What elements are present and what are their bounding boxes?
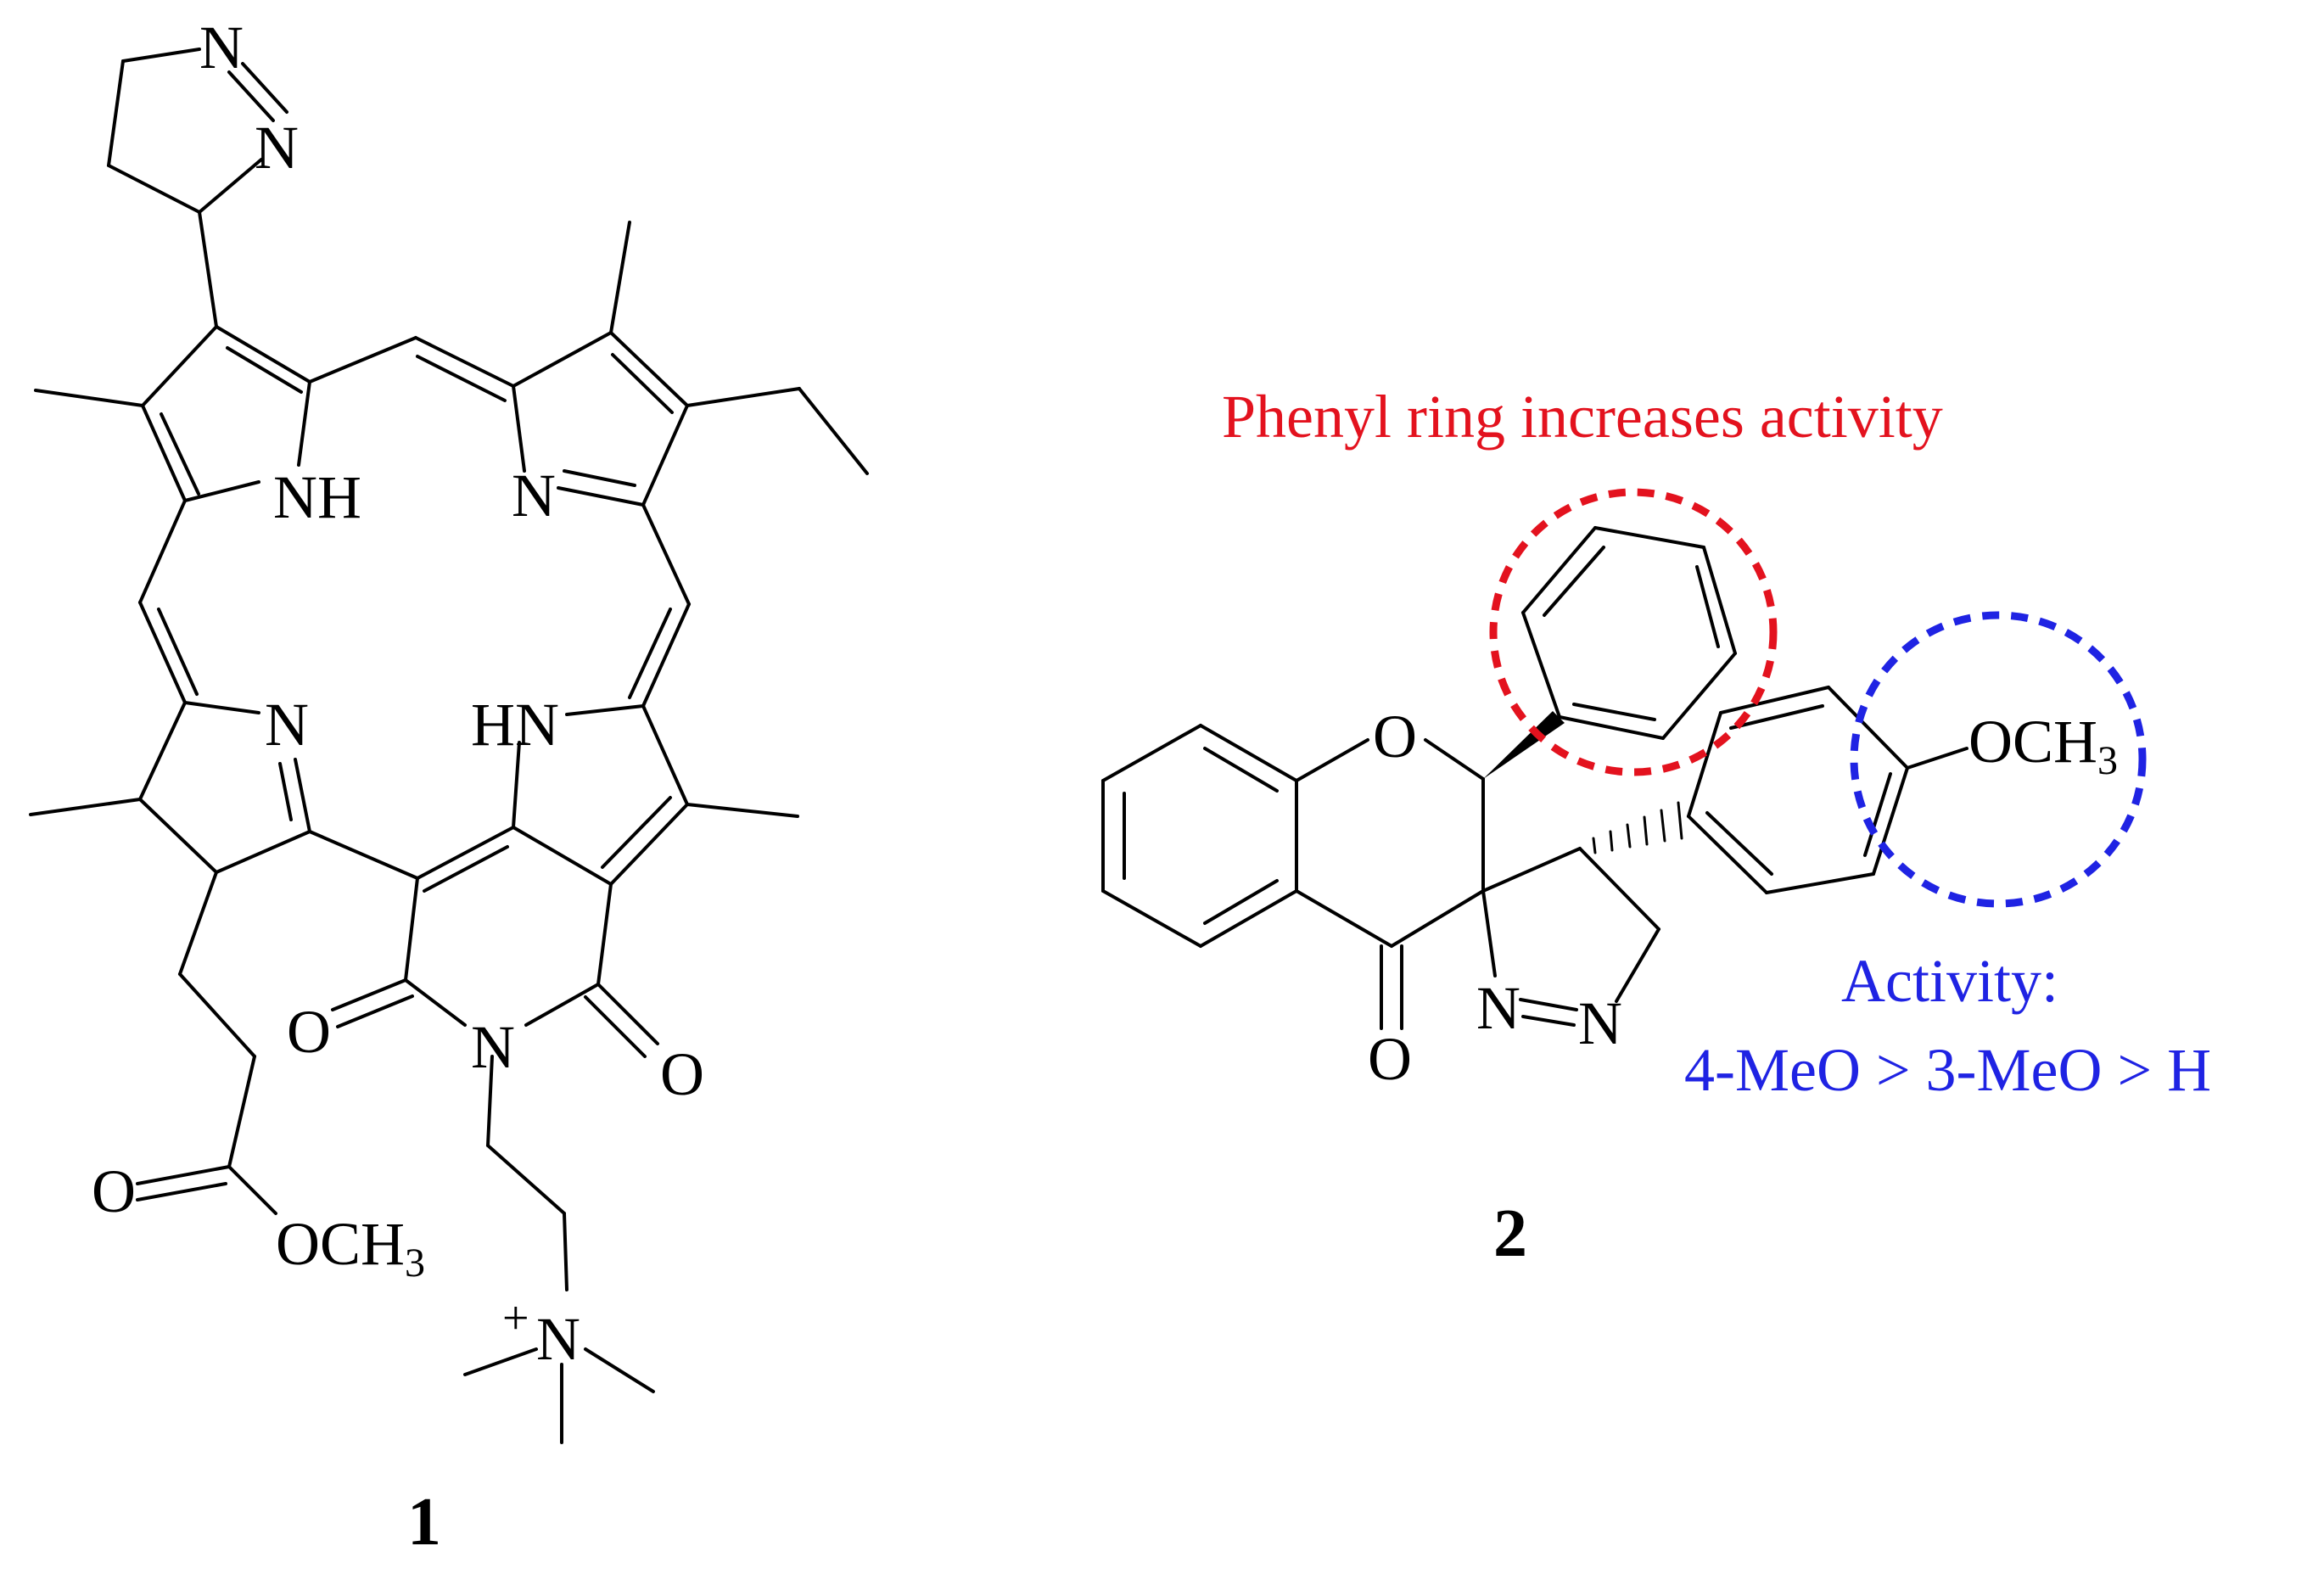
compound-1-methyl-ring-a xyxy=(34,389,144,407)
compound-1-ring-d xyxy=(512,704,689,886)
compound-1-atom-n1: N xyxy=(199,14,244,81)
compound-1-atom-n-top: N xyxy=(512,462,556,529)
compound-1-methyl-ring-d xyxy=(686,803,799,818)
compound-1-atom-n-left: N xyxy=(265,691,309,759)
compound-2-atom-labels: O O N N OCH3 xyxy=(1368,703,2118,1093)
compound-1-ring-b xyxy=(512,331,689,507)
compound-1-ammonium-chain xyxy=(463,1055,655,1444)
compound-2-methoxy-bond xyxy=(1906,747,1968,770)
compound-1-charge-plus: + xyxy=(502,1292,529,1345)
compound-1-methyl-ring-b xyxy=(609,221,631,334)
compound-1-bridge-left xyxy=(138,499,187,604)
compound-1-atom-nh: NH xyxy=(273,463,361,531)
compound-2-atom-n2: N xyxy=(1578,989,1622,1057)
compound-1-atom-n-ammonium: N xyxy=(536,1305,580,1373)
activity-title: Activity: xyxy=(1841,947,2058,1015)
compound-1-atom-o-right: O xyxy=(660,1040,704,1108)
compound-1-ethyl-1 xyxy=(686,387,801,407)
compound-1-ethyl-2 xyxy=(798,387,869,475)
compound-2-hashed-bond xyxy=(1592,801,1683,854)
compound-1-atom-hn: HN xyxy=(471,691,559,759)
activity-order: 4-MeO > 3-MeO > H xyxy=(1684,1036,2211,1104)
compound-1-ring-c xyxy=(138,701,311,874)
compound-1-atom-o-left: O xyxy=(287,998,331,1066)
compound-2-atom-o-ring: O xyxy=(1373,703,1417,770)
phenyl-highlight-circle xyxy=(1489,488,1778,776)
compound-1-atom-n2: N xyxy=(255,114,299,182)
compound-1-label: 1 xyxy=(407,1485,441,1560)
compound-2-benzo-ring xyxy=(1101,724,1298,948)
compound-1-ester-och3: OCH3 xyxy=(276,1210,425,1286)
compound-1-methyl-ring-c xyxy=(29,798,142,816)
methoxy-highlight-circle xyxy=(1850,611,2147,908)
compound-1-atom-o-ester: O xyxy=(92,1157,136,1225)
phenyl-annotation: Phenyl ring increases activity xyxy=(1222,383,1943,451)
compound-1-bridge-bottom xyxy=(308,830,419,880)
compound-1-ester-chain xyxy=(136,871,277,1215)
compound-2-methoxyphenyl-ring xyxy=(1687,686,1909,894)
compound-1-atom-labels: N N NH N N HN O N O O OCH3 + N xyxy=(92,14,704,1373)
compound-2-phenyl-ring xyxy=(1521,526,1737,740)
compound-2-pyrazoline-ring xyxy=(1481,847,1660,1027)
compound-1-bridge-top xyxy=(308,336,417,384)
compound-2-atom-o-carbonyl: O xyxy=(1368,1025,1412,1093)
compound-1-bond-pyrazoline-link xyxy=(198,210,218,328)
compound-2-pyranone-ring xyxy=(1295,738,1485,1030)
compound-2-atom-n1: N xyxy=(1476,974,1520,1042)
compound-1-atom-n-imide: N xyxy=(471,1013,515,1081)
compound-2-label: 2 xyxy=(1493,1196,1527,1271)
compound-1-ring-a xyxy=(141,325,311,502)
compound-2-wedge-bond xyxy=(1483,711,1565,779)
compound-1-structure xyxy=(29,48,869,1444)
compound-1-imide-ring xyxy=(331,826,659,1058)
compound-2-och3: OCH3 xyxy=(1968,708,2118,783)
compound-1-pyrazoline-ring xyxy=(107,48,288,214)
compound-1-bridge-right xyxy=(641,503,691,606)
compound-2-structure xyxy=(1101,526,1968,1030)
